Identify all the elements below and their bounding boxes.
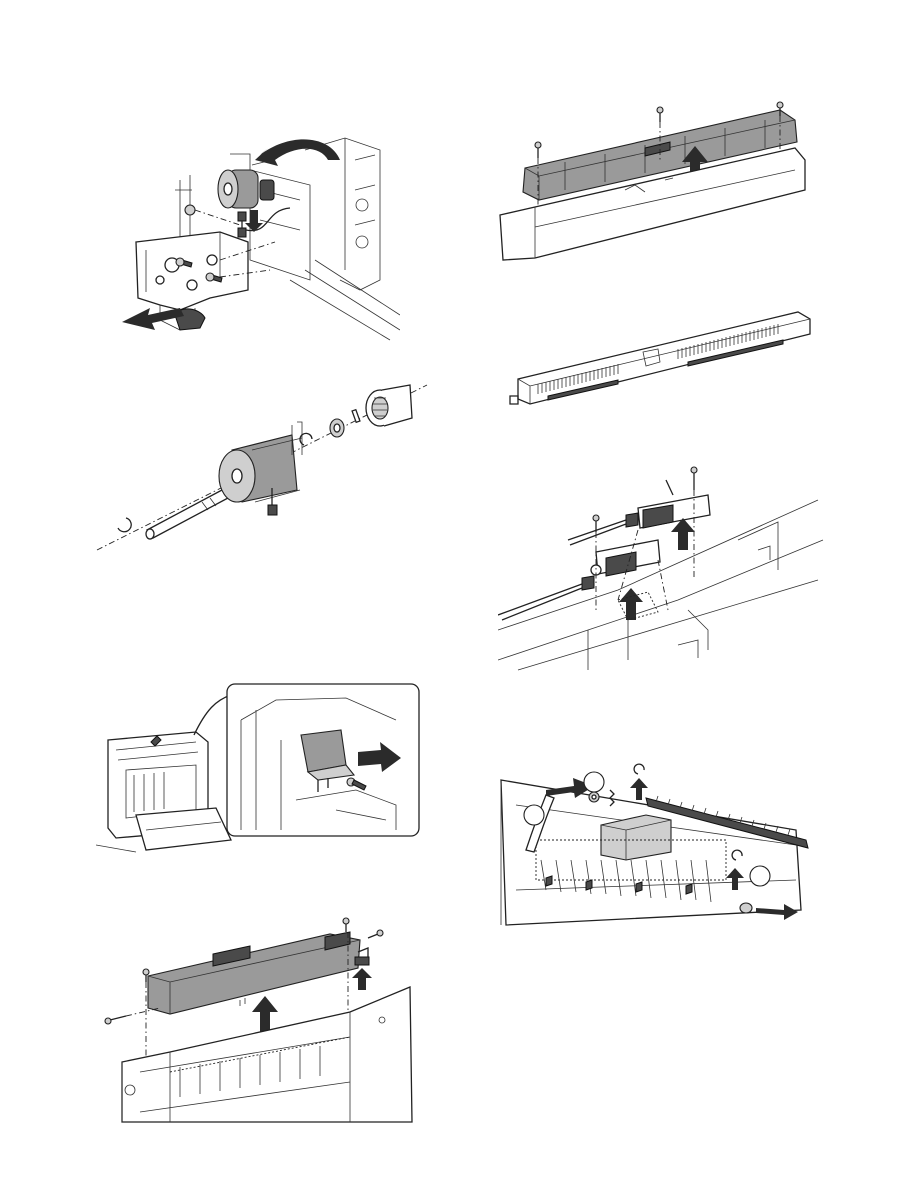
roller-removal-illustration [496, 760, 826, 940]
motor-bracket-removal-illustration [100, 130, 400, 350]
guide-illustration [508, 304, 818, 414]
door-actuator-removal-illustration [96, 680, 426, 870]
guide-removal-illustration [495, 100, 815, 270]
clutch-shaft-exploded-illustration [92, 380, 432, 560]
sensor-removal-illustration [498, 460, 828, 680]
cover-removal-illustration [100, 912, 420, 1132]
